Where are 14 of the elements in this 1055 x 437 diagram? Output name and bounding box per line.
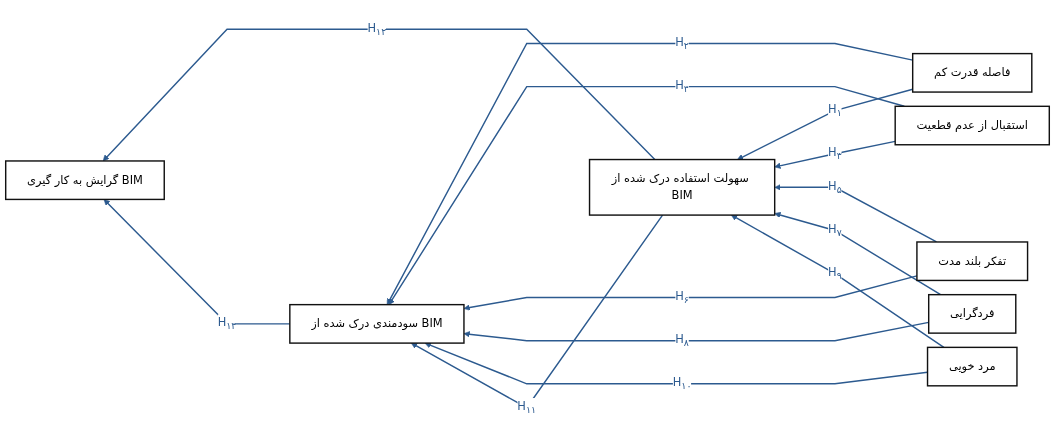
arrow — [731, 214, 945, 349]
node-box: فاصله قدرت کم — [912, 52, 1033, 93]
node-box: تفکر بلند مدت — [916, 241, 1029, 282]
arrow — [102, 28, 656, 162]
arrow — [774, 184, 938, 243]
node-box: مرد خویی — [926, 346, 1018, 387]
arrow — [388, 85, 906, 305]
node-box: گرایش به کار گیری BIM — [5, 160, 165, 201]
node-box: سودمندی درک شده از BIM — [289, 303, 465, 344]
node-box: استقبال از عدم قطعیت — [894, 105, 1050, 146]
arrow — [774, 140, 896, 169]
node-box: سهولت استفاده درک شده از BIM — [588, 158, 776, 216]
arrow — [774, 211, 942, 296]
node-box: فردگرایی — [928, 293, 1017, 334]
